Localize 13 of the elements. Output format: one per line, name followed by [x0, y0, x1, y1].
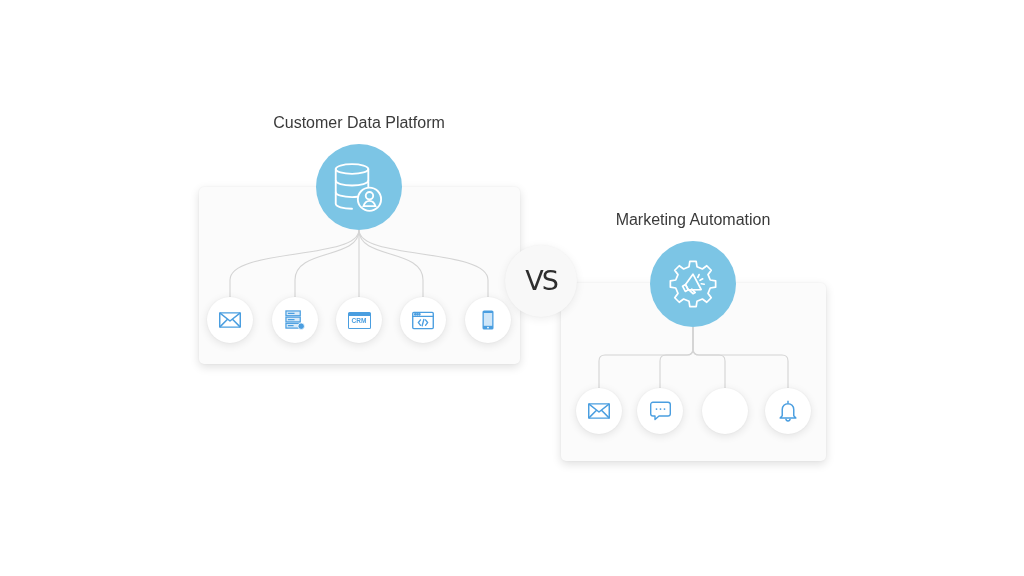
icon-circle	[637, 388, 683, 434]
versus-text: VS	[525, 266, 557, 296]
icon-circle	[336, 297, 382, 343]
icon-circle	[400, 297, 446, 343]
icon-circle	[702, 388, 748, 434]
icon-circle	[765, 388, 811, 434]
icon-circle	[465, 297, 511, 343]
card-panel	[561, 283, 826, 461]
section-title: Customer Data Platform	[273, 113, 445, 133]
section-title: Marketing Automation	[615, 210, 771, 230]
icon-circle	[207, 297, 253, 343]
icon-circle	[576, 388, 622, 434]
icon-circle	[272, 297, 318, 343]
